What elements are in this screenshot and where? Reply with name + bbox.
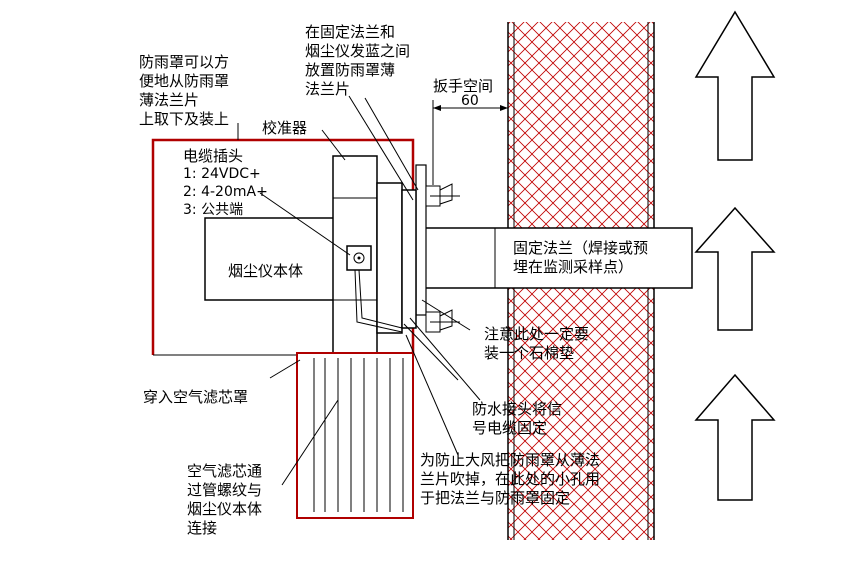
cable-plug-title: 电缆插头 [183, 147, 244, 165]
flow-arrow-middle [694, 206, 776, 331]
wrench-space-label: 扳手空间 [433, 77, 494, 95]
flow-arrow-top [694, 10, 776, 161]
cable-plug-pins: 1: 24VDC+2: 4-20mA+3: 公共端 [183, 166, 268, 218]
filter-connect-note: 空气滤芯通过管螺纹与烟尘仪本体连接 [187, 462, 263, 537]
wrench-space-dimension [432, 100, 509, 185]
wrench-space-value: 60 [461, 93, 479, 109]
calibrator-label: 校准器 [262, 119, 308, 137]
fixed-flange-note: 在固定法兰和烟尘仪发蓝之间放置防雨罩薄法兰片 [305, 23, 411, 98]
leader-lines [237, 95, 481, 486]
cable-plug-connector [346, 245, 403, 333]
wind-protection-note: 为防止大风把防雨罩从薄法兰片吹掉，在此处的小孔用于把法兰与防雨罩固定 [420, 451, 601, 507]
waterproof-joint-note: 防水接头将信号电缆固定 [472, 400, 563, 437]
flange-bolt-top [425, 183, 460, 207]
filter-insert-label: 穿入空气滤芯罩 [143, 388, 249, 406]
fixed-flange-pipe [415, 164, 693, 316]
instrument-body [204, 155, 417, 355]
rain-cover-note: 防雨罩可以方便地从防雨罩薄法兰片上取下及装上 [139, 53, 230, 128]
fixed-flange-label: 固定法兰（焊接或预埋在监测采样点） [513, 239, 649, 276]
instrument-body-label: 烟尘仪本体 [228, 262, 304, 280]
flow-arrow-bottom [694, 373, 776, 501]
air-filter-cartridge [296, 352, 414, 519]
flange-bolt-bottom [425, 309, 460, 333]
asbestos-gasket-note: 注意此处一定要装一个石棉垫 [484, 325, 590, 362]
